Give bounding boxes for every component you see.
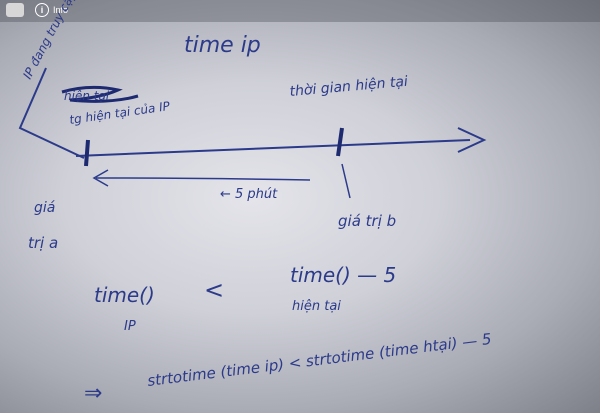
value-a-label-1: giá — [34, 200, 55, 216]
value-b-label: giá trị b — [338, 212, 396, 230]
ip-current-time-label: tg hiện tại của IP — [68, 99, 171, 127]
value-a-label-2: trị a — [28, 234, 58, 252]
crossed-out-text: hiện tại — [64, 89, 110, 103]
time-function-left: time() — [94, 283, 155, 307]
info-button[interactable]: i Info — [35, 1, 68, 19]
ip-dang-truy-cap-label: IP đang truy cập — [20, 0, 79, 81]
left-bracket-line — [18, 67, 85, 159]
crossed-out-scribble — [61, 85, 139, 103]
less-than-sign: < — [204, 276, 224, 304]
tick-mark-ip — [84, 139, 90, 167]
value-b-pointer — [341, 163, 351, 199]
ip-under-label: IP — [124, 319, 136, 334]
minus-five-minutes-label: ← 5 phút — [220, 187, 278, 202]
timeline-arrowhead — [457, 127, 487, 153]
implies-arrow: ⇒ — [84, 381, 102, 406]
minus-five-arrow-line — [95, 177, 311, 181]
tick-mark-now — [336, 127, 344, 157]
info-icon: i — [35, 3, 49, 17]
timeline-line — [75, 139, 471, 157]
current-time-label: thời gian hiện tại — [289, 74, 409, 100]
current-under-label: hiện tại — [292, 299, 341, 314]
time-minus-five: time() — 5 — [290, 263, 396, 287]
minus-five-arrowhead — [92, 169, 109, 187]
title-time-ip: time ip — [184, 33, 261, 58]
info-label: Info — [53, 5, 69, 15]
strtotime-comparison: strtotime (time ip) < strtotime (time ht… — [146, 330, 492, 390]
image-viewer-topbar: i Info — [0, 0, 600, 22]
image-thumbnail-icon — [6, 3, 24, 17]
